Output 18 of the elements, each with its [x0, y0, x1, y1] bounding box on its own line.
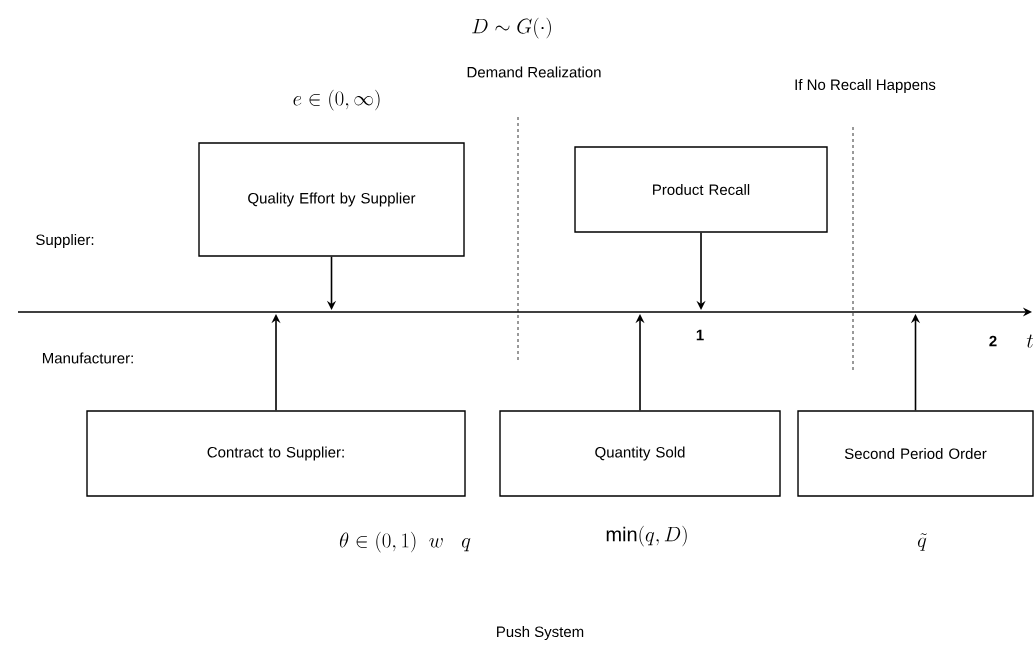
formula: $e \in (0,\infty)$ — [293, 89, 380, 111]
label: Demand Realization — [467, 66, 601, 78]
tick-number: 2 — [989, 335, 997, 347]
formula: $t$ — [1026, 334, 1034, 348]
label: Supplier: — [36, 234, 94, 248]
formula: $\tilde{q}$ — [917, 533, 927, 551]
formula: $D \sim G(\cdot)$ — [472, 17, 551, 39]
event-box: Second Period Order — [797, 410, 1034, 497]
tick-number: 1 — [696, 329, 704, 341]
label: Manufacturer: — [42, 352, 133, 364]
event-box: Product Recall — [574, 146, 828, 233]
formula: $\theta \in (0,1)\;\; w \;\;\; q$ — [339, 531, 471, 553]
formula: $\min(q,D)$ — [606, 525, 687, 547]
event-box: Quality Effort by Supplier — [198, 142, 465, 257]
label: Push System — [497, 626, 584, 640]
label: If No Recall Happens — [795, 79, 936, 93]
event-box: Quantity Sold — [499, 410, 781, 497]
event-box: Contract to Supplier: — [86, 410, 466, 497]
